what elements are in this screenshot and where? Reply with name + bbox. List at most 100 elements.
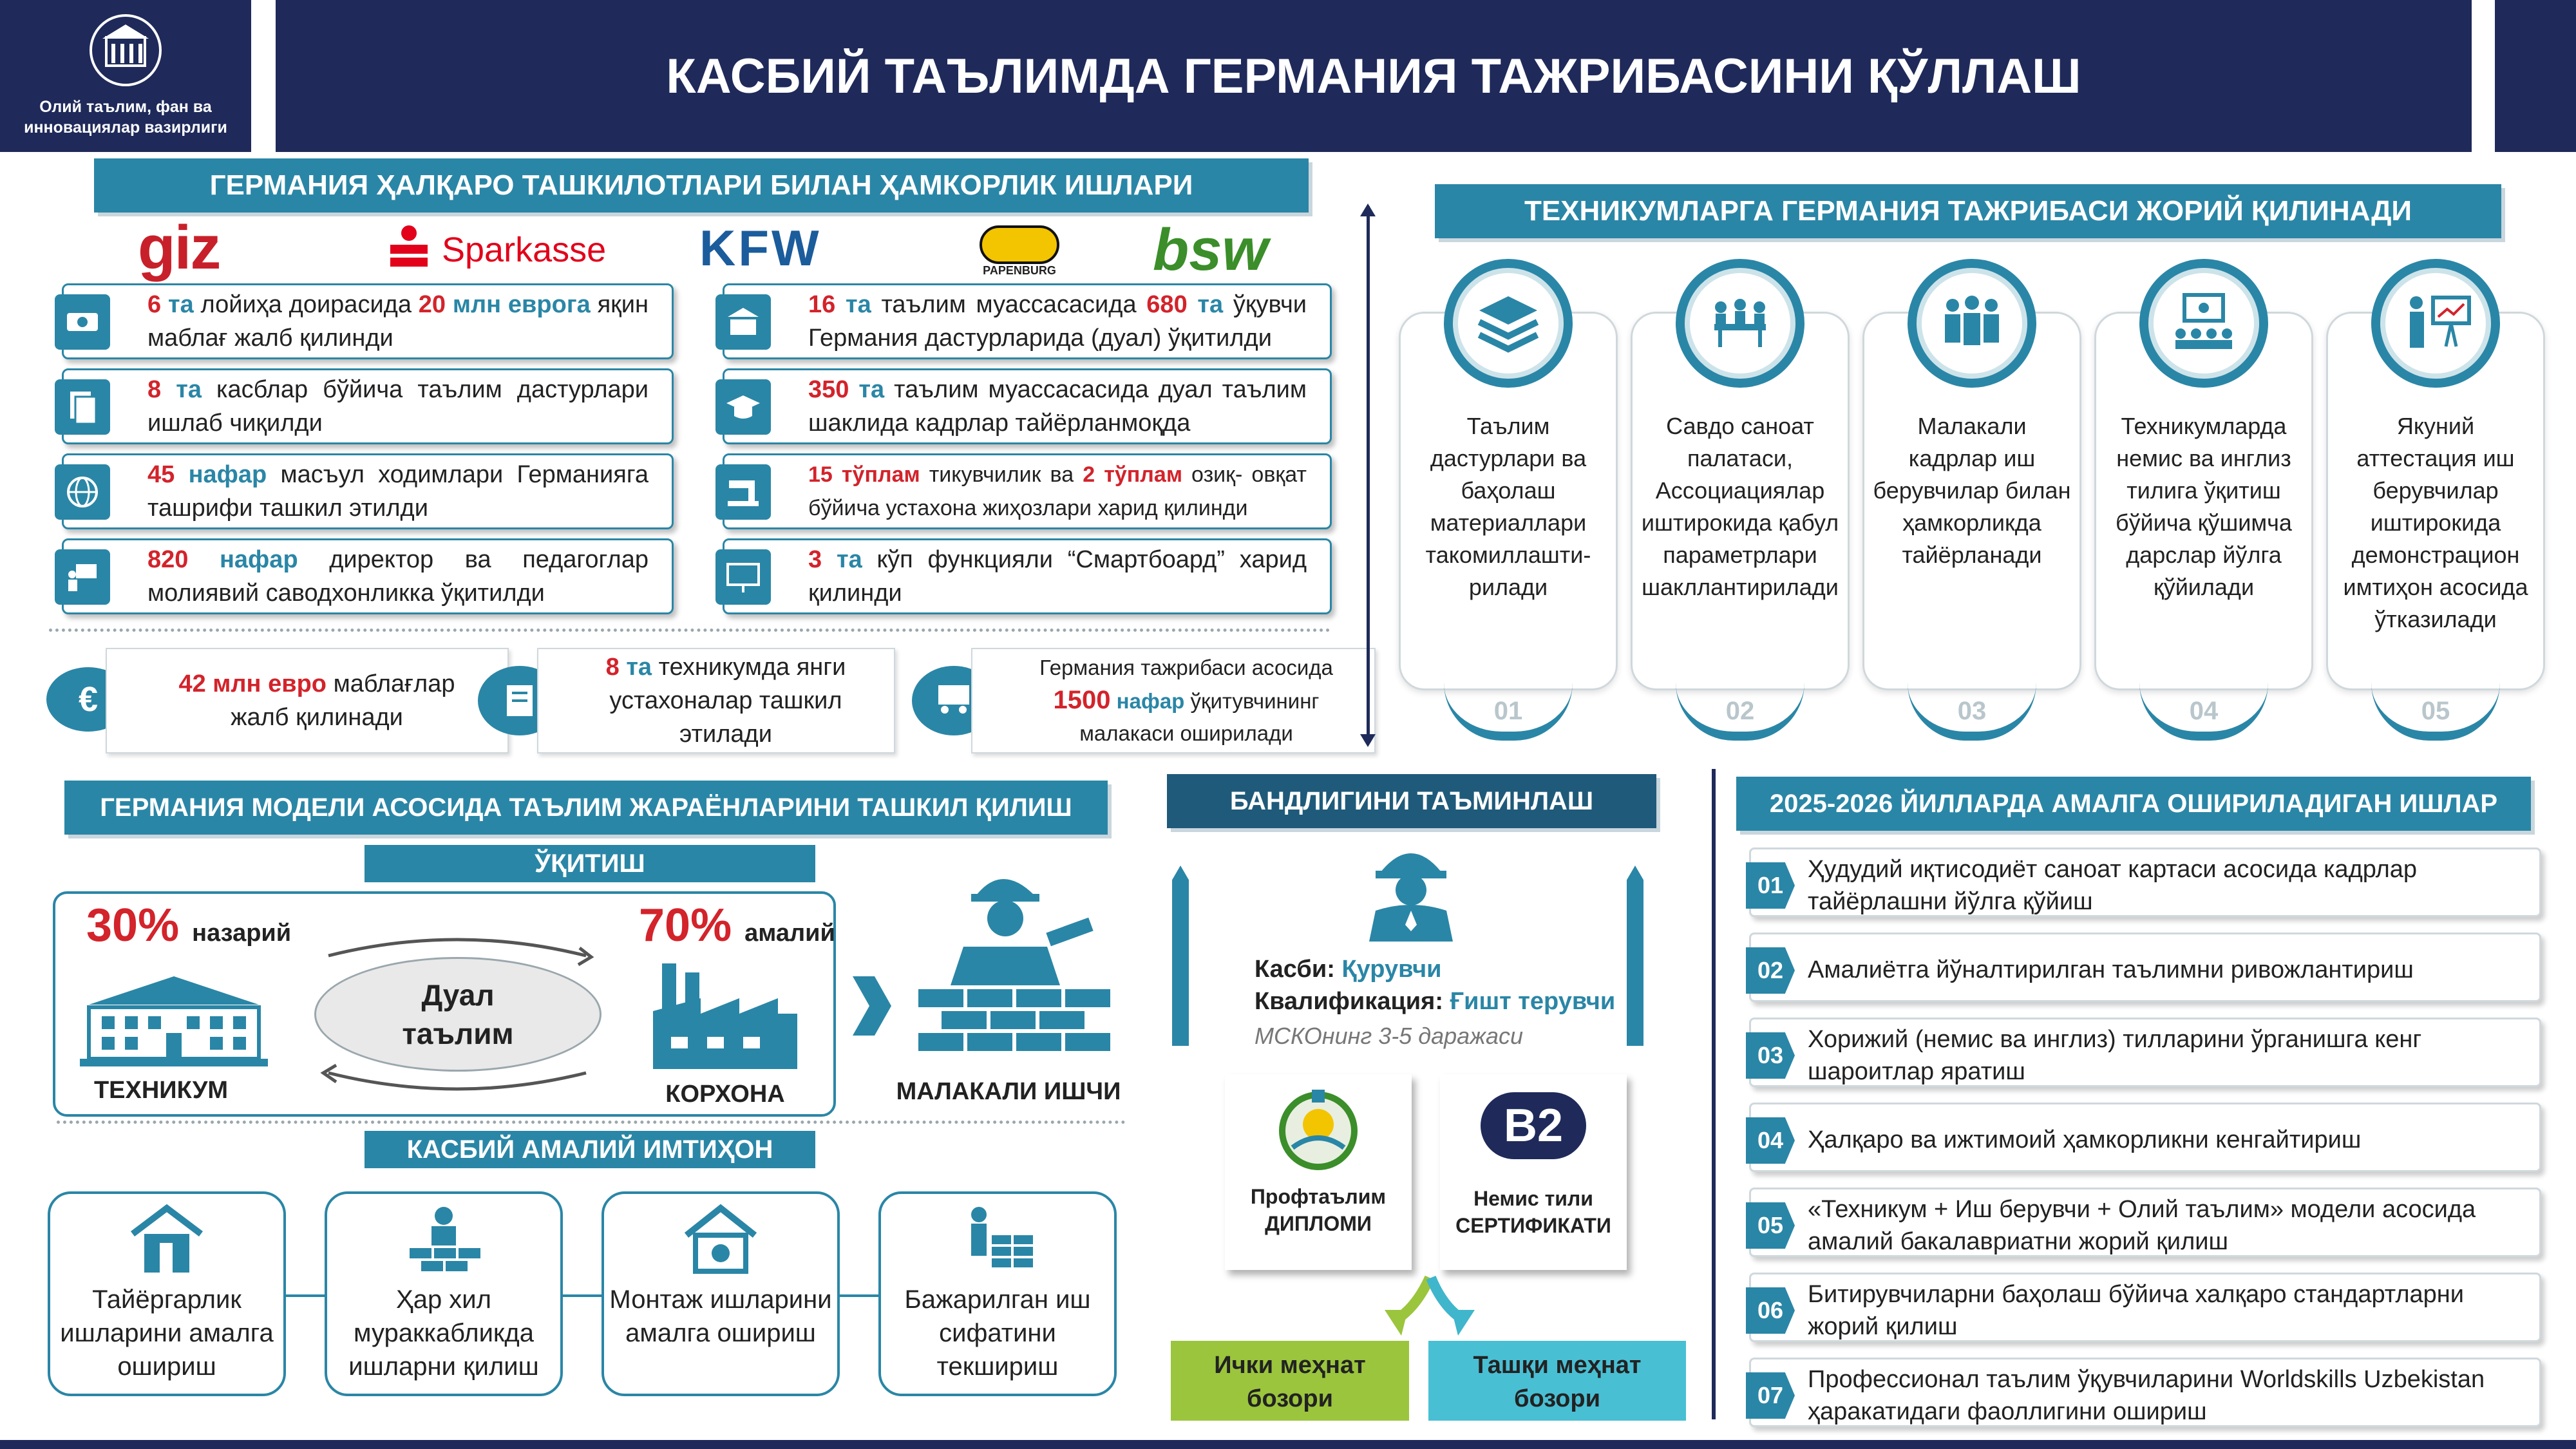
stat-number: 1500 xyxy=(1053,686,1111,714)
coop-right-stat-1: 16 та таълим муассасасида 680 та ўқувчи … xyxy=(715,283,1332,359)
stage-text: Тайёргарлик ишларини амалга ошириш xyxy=(60,1285,274,1381)
tech-card-2: Савдо саноат палатаси, Ассоциациялар ишт… xyxy=(1631,312,1850,690)
header-bar: КАСБИЙ ТАЪЛИМДА ГЕРМАНИЯ ТАЖРИБАСИНИ ҚЎЛ… xyxy=(276,0,2472,152)
stat-text: маблағлар жалб қилинади xyxy=(231,670,455,731)
plans-title: 2025-2026 ЙИЛЛАРДА АМАЛГА ОШИРИЛАДИГАН И… xyxy=(1736,777,2531,831)
stat-number: 20 xyxy=(418,291,446,318)
sparkasse-icon xyxy=(390,225,428,267)
exam-stage-4: Бажарилган иш сифатини текшириш xyxy=(878,1191,1117,1396)
profession-row: Касби: Қурувчи xyxy=(1255,956,1442,983)
page-title: КАСБИЙ ТАЪЛИМДА ГЕРМАНИЯ ТАЖРИБАСИНИ ҚЎЛ… xyxy=(666,48,2081,104)
vertical-divider xyxy=(1367,206,1370,741)
plan-number: 04 xyxy=(1746,1117,1795,1164)
coop-left-stat-3: 45 нафар масъул ходимлари Германияга таш… xyxy=(55,453,674,529)
tech-card-4: Техникумларда немис ва инглиз тилига ўқи… xyxy=(2094,312,2313,690)
isco-level: МСКОнинг 3-5 даражаси xyxy=(1255,1023,1524,1049)
stat-number: 45 xyxy=(147,461,175,488)
globe-icon xyxy=(55,464,110,520)
stat-unit: та xyxy=(845,291,871,318)
stage-connector xyxy=(286,1294,325,1297)
logo-papenburg: PAPENBURG xyxy=(971,225,1068,278)
layers-icon xyxy=(1444,259,1573,388)
tech-card-text: Савдо саноат палатаси, Ассоциациялар ишт… xyxy=(1641,413,1839,600)
split-arrows-icon xyxy=(1385,1275,1475,1336)
coop-right-stat-4: 3 та кўп функцияли “Смартбоард” харид қи… xyxy=(715,538,1332,614)
tech-card-number: 04 xyxy=(2139,683,2268,741)
skilled-worker-label: МАЛАКАЛИ ИШЧИ xyxy=(896,1078,1121,1105)
stat-unit: млн еврога xyxy=(452,291,591,318)
dual-oval: Дуал таълим xyxy=(314,957,601,1072)
ministry-emblem-icon xyxy=(90,14,162,86)
logo-bsw: bsw xyxy=(1153,217,1268,283)
technikum-label: ТЕХНИКУМ xyxy=(93,1077,229,1104)
quality-check-icon xyxy=(971,1207,1033,1267)
certificate-label: Немис тили СЕРТИФИКАТИ xyxy=(1455,1187,1611,1237)
exam-stage-1: Тайёргарлик ишларини амалга ошириш xyxy=(48,1191,286,1396)
stat-text: таълим муассасасида дуал таълим шаклида … xyxy=(808,376,1307,437)
plan-number: 03 xyxy=(1746,1032,1795,1079)
stat-text: ўқитувчининг малакаси оширилади xyxy=(1079,689,1320,745)
header-right-strip xyxy=(2495,0,2576,152)
plan-text: «Техникум + Иш берувчи + Олий таълим» мо… xyxy=(1808,1196,2476,1255)
tech-card-text: Якуний аттестация иш берувчилар иштироки… xyxy=(2343,413,2528,632)
exam-stage-2: Ҳар хил мураккабликда ишларни қилиш xyxy=(325,1191,563,1396)
qualification-label: Квалификация: xyxy=(1255,988,1443,1015)
plan-text: Ҳалқаро ва ижтимоий ҳамкорликни кенгайти… xyxy=(1808,1126,2362,1153)
exam-label: КАСБИЙ АМАЛИЙ ИМТИҲОН xyxy=(365,1131,815,1168)
certificate-card: B2 Немис тили СЕРТИФИКАТИ xyxy=(1440,1074,1627,1270)
theory-label: назарий xyxy=(192,920,292,947)
model-title: ГЕРМАНИЯ МОДЕЛИ АСОСИДА ТАЪЛИМ ЖАРАЁНЛАР… xyxy=(64,781,1108,835)
stat-text: касблар бўйича таълим дастурлари ишлаб ч… xyxy=(147,376,649,437)
instructor-board-icon xyxy=(2371,259,2500,388)
qualification-value: Ғишт терувчи xyxy=(1450,988,1616,1015)
factory-icon xyxy=(653,963,797,1069)
coop-divider xyxy=(49,629,1331,632)
stage-text: Ҳар хил мураккабликда ишларни қилиш xyxy=(348,1285,539,1381)
stat-text: директор ва педагоглар молиявий саводхон… xyxy=(147,546,649,607)
money-icon xyxy=(55,294,110,350)
b2-badge-icon: B2 xyxy=(1481,1092,1586,1159)
tech-card-1: Таълим дастурлари ва баҳолаш материаллар… xyxy=(1399,312,1618,690)
tech-card-number: 02 xyxy=(1676,683,1804,741)
stat-unit: та xyxy=(167,291,194,318)
footer-bar xyxy=(0,1440,2576,1449)
papenburg-label: PAPENBURG xyxy=(983,264,1056,277)
stat-text: кўп функцияли “Смартбоард” харид қилинди xyxy=(808,546,1307,607)
plan-number: 01 xyxy=(1746,862,1795,909)
training-frame xyxy=(53,891,836,1117)
tech-title: ТЕХНИКУМЛАРГА ГЕРМАНИЯ ТАЖРИБАСИ ЖОРИЙ Қ… xyxy=(1435,184,2501,238)
model-divider xyxy=(57,1121,1126,1124)
plan-item-4: 04 Ҳалқаро ва ижтимоий ҳамкорликни кенгай… xyxy=(1746,1103,2541,1172)
bricklayer-icon xyxy=(918,879,1110,1051)
stat-text: яқин маблағ жалб қилинди xyxy=(147,291,649,352)
employment-title: БАНДЛИГИНИ ТАЪМИНЛАШ xyxy=(1167,774,1656,828)
tools-house-icon xyxy=(130,1204,204,1273)
theory-pct-value: 30% xyxy=(86,900,180,951)
ministry-name: Олий таълим, фан ва инновациялар вазирли… xyxy=(24,98,227,137)
technikum-building-icon xyxy=(80,976,268,1066)
tech-card-number: 03 xyxy=(1908,683,2036,741)
stat-text: таълим муассасасида xyxy=(881,291,1137,318)
coop-bottom-stat-1: € 42 млн евро маблағлар жалб қилинади xyxy=(46,648,509,753)
logo-giz: giz xyxy=(138,213,221,282)
stat-number: 2 тўплам xyxy=(1083,462,1182,487)
stat-unit: нафар xyxy=(188,461,267,488)
cycle-arrows-icon xyxy=(320,938,594,1091)
tech-card-text: Малакали кадрлар иш берувчилар билан ҳам… xyxy=(1873,413,2071,568)
stat-number: 820 xyxy=(147,546,189,573)
stage-connector xyxy=(840,1294,878,1297)
stage-text: Монтаж ишларини амалга ошириш xyxy=(609,1285,832,1347)
stat-unit: та xyxy=(858,376,885,403)
tech-card-number: 05 xyxy=(2371,683,2500,741)
diploma-card: Профтаълим ДИПЛОМИ xyxy=(1225,1074,1412,1270)
papenburg-icon xyxy=(980,225,1059,264)
stat-text: техникумда янги устахоналар ташкил этила… xyxy=(609,654,846,748)
divider-arrow-top xyxy=(1360,204,1376,216)
stat-number: 15 тўплам xyxy=(808,462,920,487)
tech-card-number: 01 xyxy=(1444,683,1573,741)
plans-side-line xyxy=(1712,769,1716,1419)
